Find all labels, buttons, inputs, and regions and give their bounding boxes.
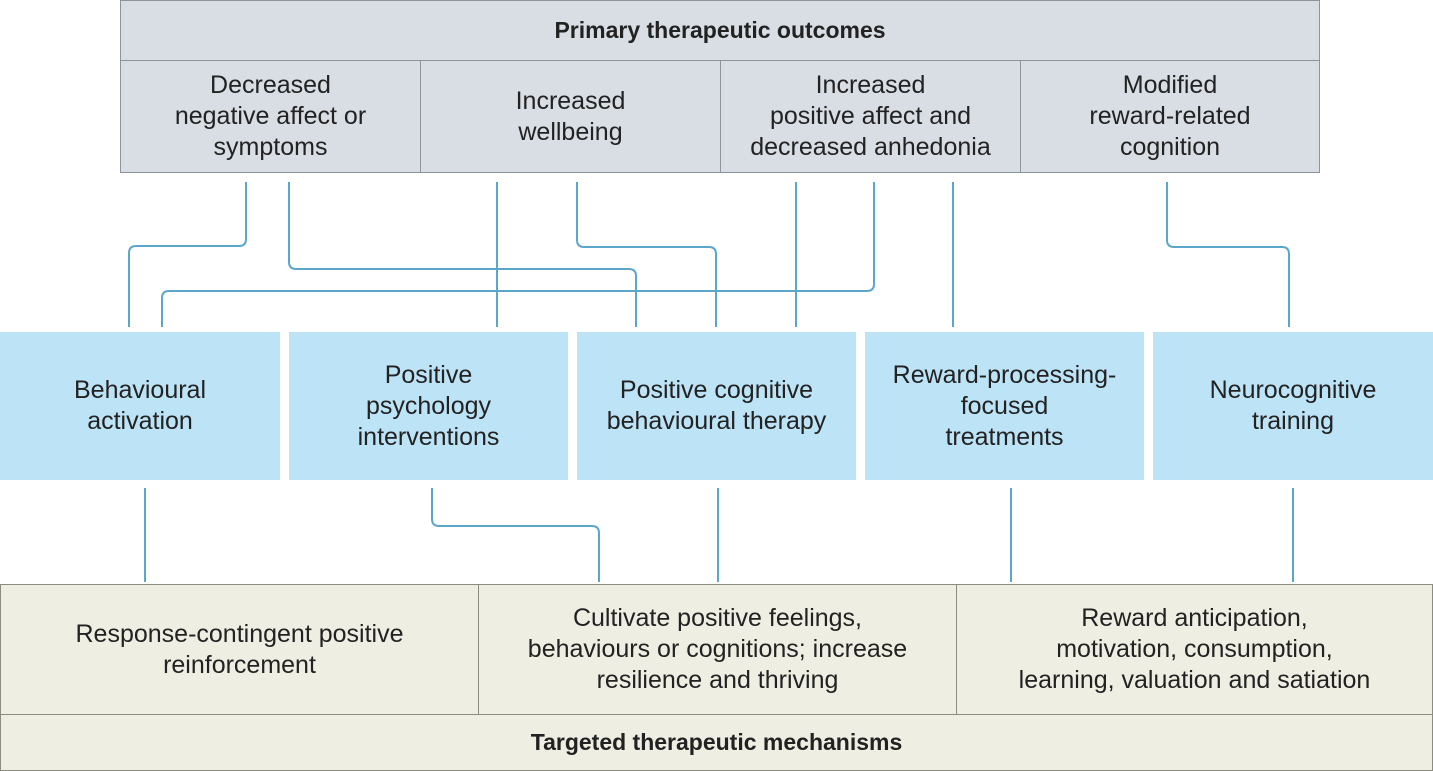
- outcome-increased-wellbeing: Increased wellbeing: [420, 60, 721, 173]
- targeted-mechanisms-header: Targeted therapeutic mechanisms: [0, 714, 1433, 771]
- connector-increased-positive-to-behavioural-activation: [161, 182, 875, 327]
- mechanism-response-contingent: Response-contingent positive reinforceme…: [0, 584, 479, 715]
- intervention-positive-cbt: Positive cognitive behavioural therapy: [577, 332, 856, 480]
- connector-decreased-negative-to-positive-cbt: [288, 182, 637, 327]
- outcome-modified-reward-cognition: Modified reward-related cognition: [1020, 60, 1320, 173]
- connector-positive-psychology-to-cultivate: [431, 488, 600, 582]
- intervention-reward-processing: Reward-processing- focused treatments: [865, 332, 1144, 480]
- connector-decreased-negative-to-behavioural-activation: [128, 182, 247, 327]
- connector-increased-wellbeing-to-positive-cbt: [576, 182, 717, 327]
- mechanism-cultivate-positive: Cultivate positive feelings, behaviours …: [478, 584, 957, 715]
- intervention-behavioural-activation: Behavioural activation: [0, 332, 280, 480]
- outcome-increased-positive-affect: Increased positive affect and decreased …: [720, 60, 1021, 173]
- intervention-neurocognitive-training: Neurocognitive training: [1153, 332, 1433, 480]
- primary-outcomes-header: Primary therapeutic outcomes: [120, 0, 1320, 61]
- intervention-positive-psychology: Positive psychology interventions: [289, 332, 568, 480]
- connector-modified-reward-to-neurocognitive: [1166, 182, 1290, 327]
- mechanism-reward-anticipation: Reward anticipation, motivation, consump…: [956, 584, 1433, 715]
- outcome-decreased-negative-affect: Decreased negative affect or symptoms: [120, 60, 421, 173]
